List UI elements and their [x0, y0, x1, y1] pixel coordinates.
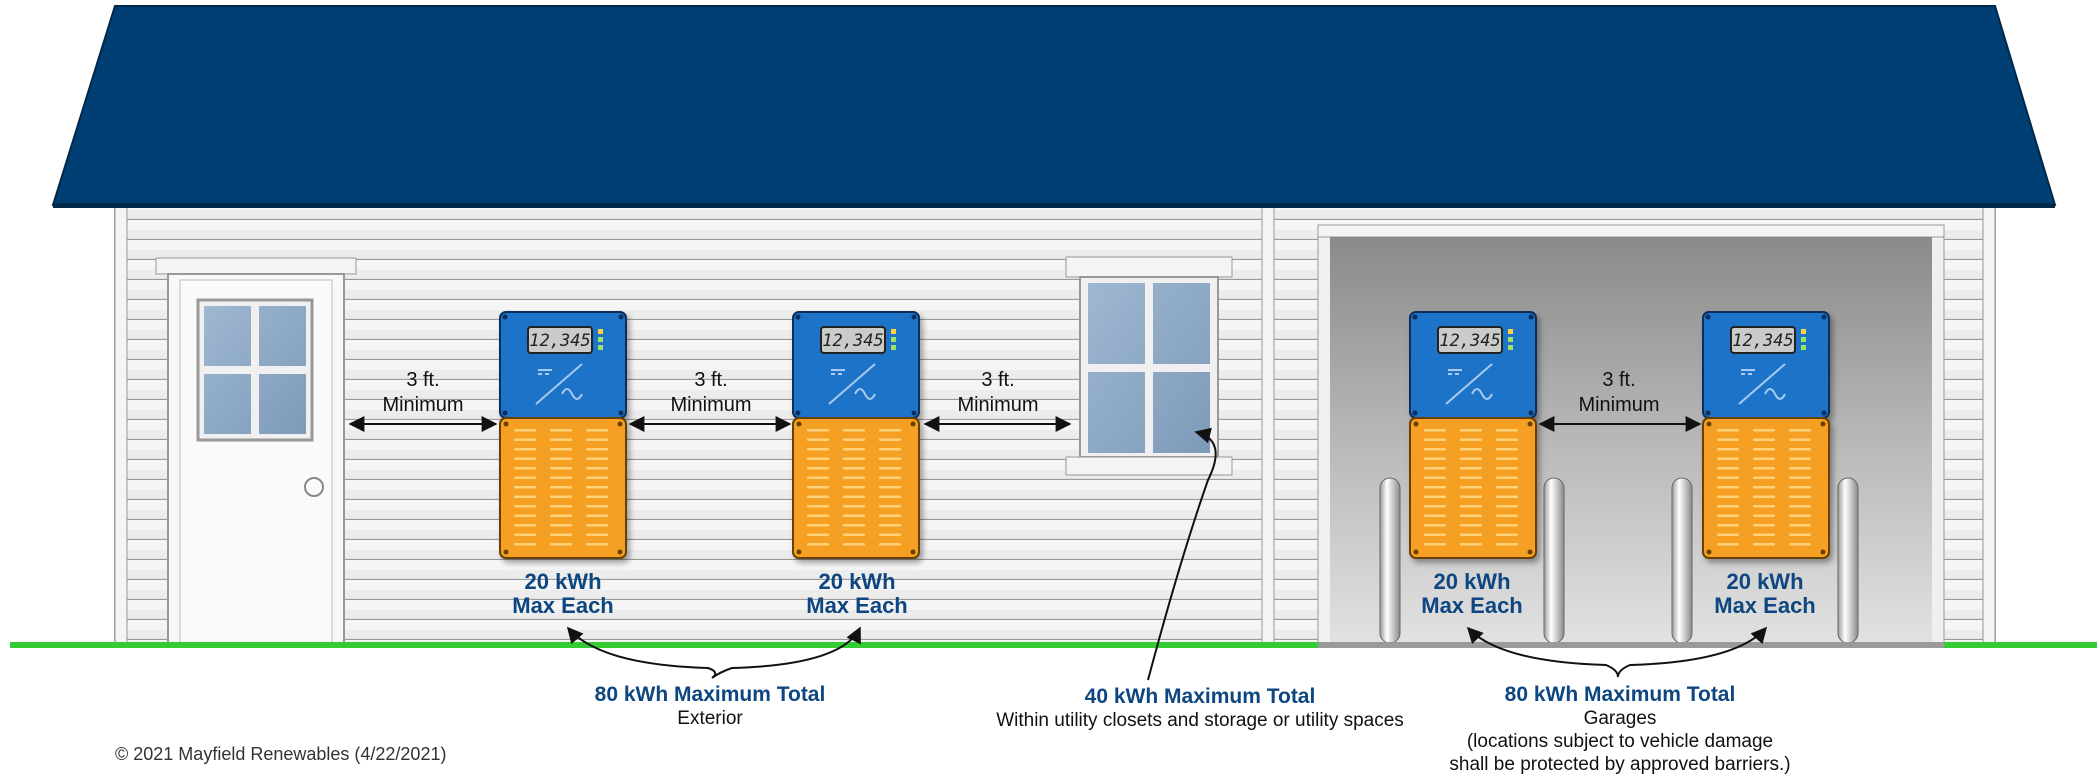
garage-bracket	[1466, 626, 1768, 678]
exterior-total-title: 80 kWh Maximum Total	[594, 683, 826, 706]
garage-floor-line	[1318, 642, 1944, 648]
exterior-total: 80 kWh Maximum Total Exterior	[560, 682, 860, 730]
battery-unit: 12,345	[1409, 311, 1537, 559]
garage-total-note: (locations subject to vehicle damage	[1466, 731, 1774, 752]
gap-label: 3 ft. Minimum	[928, 368, 1068, 418]
lcd-readout: 12,345	[1732, 331, 1793, 351]
garage-total-note: shall be protected by approved barriers.…	[1449, 754, 1791, 775]
door-knob	[304, 477, 324, 497]
battery-unit: 12,345	[499, 311, 627, 559]
gap-label: 3 ft. Minimum	[641, 368, 781, 418]
corner-board	[114, 204, 128, 646]
lcd-display	[1730, 326, 1796, 354]
dc-symbol-icon	[1448, 369, 1462, 375]
unit-capacity-label: 20 kWh Max Each	[1421, 569, 1523, 618]
ac-wave-icon	[561, 388, 583, 400]
gap-distance: 3 ft.	[1602, 369, 1636, 391]
door	[155, 257, 357, 646]
inverter-divider	[535, 363, 583, 405]
ground-line	[10, 642, 2097, 648]
copyright: © 2021 Mayfield Renewables (4/22/2021)	[115, 744, 447, 764]
inverter-divider	[1445, 363, 1493, 405]
garage-total: 80 kWh Maximum Total Garages (locations …	[1420, 682, 1820, 776]
bollards	[1379, 477, 1859, 644]
ac-wave-icon	[1764, 388, 1786, 400]
inverter-divider	[828, 363, 876, 405]
battery-unit: 12,345	[792, 311, 920, 559]
gap-qualifier: Minimum	[957, 394, 1039, 416]
inverter-divider	[1738, 363, 1786, 405]
utility-total-title: 40 kWh Maximum Total	[1084, 685, 1316, 708]
gap-label: 3 ft. Minimum	[1549, 368, 1689, 418]
ac-wave-icon	[1471, 388, 1493, 400]
lcd-display	[820, 326, 886, 354]
roof-fascia	[53, 203, 2055, 208]
window	[1065, 256, 1233, 476]
lcd-display	[1437, 326, 1503, 354]
corner-board	[1261, 204, 1275, 646]
lcd-readout: 12,345	[1439, 331, 1500, 351]
exterior-bracket	[566, 626, 861, 679]
dc-symbol-icon	[538, 369, 552, 375]
gap-qualifier: Minimum	[382, 394, 464, 416]
gap-distance: 3 ft.	[406, 369, 440, 391]
utility-total: 40 kWh Maximum Total Within utility clos…	[900, 684, 1500, 732]
utility-total-subtitle: Within utility closets and storage or ut…	[996, 710, 1404, 731]
garage-total-title: 80 kWh Maximum Total	[1504, 683, 1736, 706]
gap-label: 3 ft. Minimum	[353, 368, 493, 418]
unit-capacity-label: 20 kWh Max Each	[806, 569, 908, 618]
battery-units: 12,345 12,345 12,345 12,345	[499, 311, 1830, 559]
lcd-readout: 12,345	[822, 331, 883, 351]
unit-capacity-label: 20 kWh Max Each	[1714, 569, 1816, 618]
utility-pointer	[1147, 427, 1217, 681]
corner-board	[1982, 204, 1996, 646]
battery-unit: 12,345	[1702, 311, 1830, 559]
dc-symbol-icon	[1741, 369, 1755, 375]
total-brackets	[566, 427, 1768, 681]
garage-total-subtitle: Garages	[1583, 708, 1657, 729]
gap-distance: 3 ft.	[694, 369, 728, 391]
gap-qualifier: Minimum	[670, 394, 752, 416]
dc-symbol-icon	[831, 369, 845, 375]
lcd-readout: 12,345	[529, 331, 590, 351]
exterior-total-subtitle: Exterior	[677, 708, 743, 729]
gap-distance: 3 ft.	[981, 369, 1015, 391]
unit-capacity-label: 20 kWh Max Each	[512, 569, 614, 618]
lcd-display	[527, 326, 593, 354]
roof	[51, 5, 2057, 206]
gap-qualifier: Minimum	[1578, 394, 1660, 416]
ac-wave-icon	[854, 388, 876, 400]
